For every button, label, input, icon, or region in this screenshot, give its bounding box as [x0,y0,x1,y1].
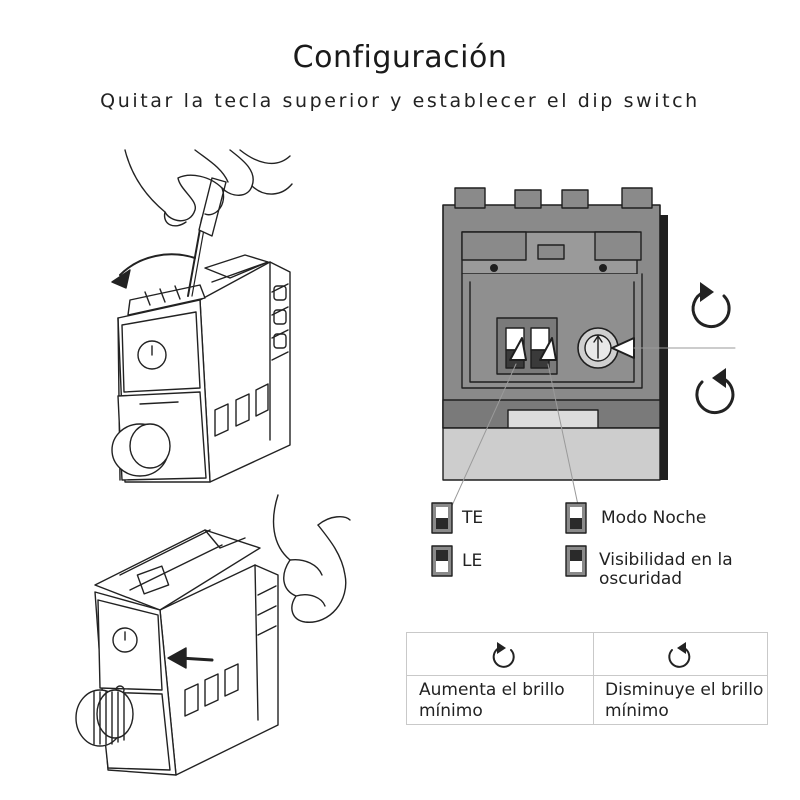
module-illustration-bottom [75,494,351,776]
page-subtitle: Quitar la tecla superior y establecer el… [100,90,700,112]
dip-night-label: Modo Noche [601,508,707,528]
dip-te-label: TE [462,508,484,528]
page-title: Configuración [292,40,508,75]
dip-te-icon [431,502,453,534]
dip-night-icon [565,502,587,534]
dip-dark-label: Visibilidad en la oscuridad [599,550,733,589]
rotate-clockwise-icon [691,282,731,329]
trimmer-table: Aumenta el brillo mínimo Disminuye el br… [406,632,768,725]
table-rotate-counterclockwise-icon [668,642,691,668]
table-right-text: Disminuye el brillo mínimo [605,680,764,721]
dip-dark-icon [565,545,587,577]
dip-le-icon [431,545,453,577]
rotate-counterclockwise-icon [695,368,735,415]
module-back-view [442,187,736,511]
table-icon-row [407,633,767,676]
table-left-text: Aumenta el brillo mínimo [419,680,565,721]
module-illustration-top [111,149,293,483]
table-rotate-clockwise-icon [492,642,515,668]
table-divider [593,633,594,724]
dip-le-label: LE [462,551,483,571]
